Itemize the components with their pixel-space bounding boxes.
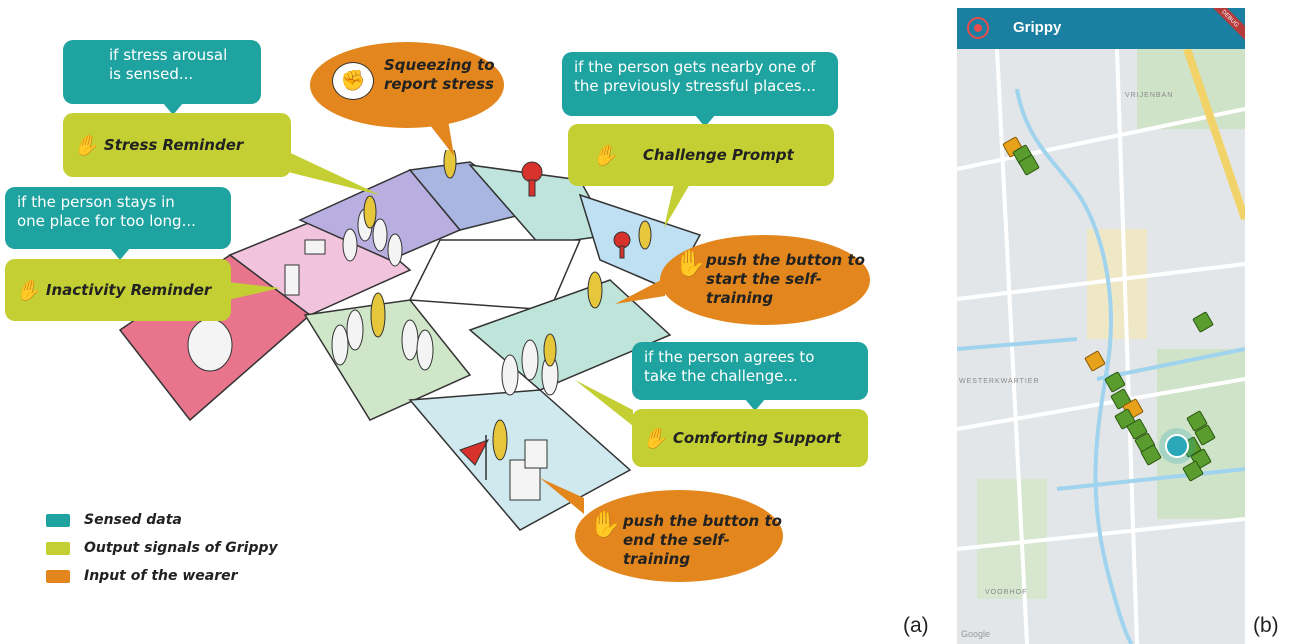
squeeze-hand-icon: ✊: [332, 62, 374, 100]
callout-tail: [664, 184, 690, 228]
inactivity-reminder-callout: ✋ Inactivity Reminder: [5, 259, 231, 321]
legend-item-input: Input of the wearer: [46, 568, 238, 584]
debug-ribbon: [1213, 8, 1245, 40]
start-training-bubble: ✋ push the button to start the self-trai…: [660, 235, 870, 325]
map-view[interactable]: VRIJENBAN WESTERKWARTIER VOORHOF Google: [957, 49, 1245, 644]
stress-sensed-callout: if stress arousal is sensed...: [63, 40, 261, 104]
callout-tail: [280, 148, 380, 195]
legend-label: Output signals of Grippy: [84, 540, 278, 556]
callout-tail: [426, 120, 454, 156]
grippy-app-screen: Grippy DEBUG: [957, 8, 1245, 644]
map-background: [957, 49, 1245, 644]
callout-pointer: [163, 103, 183, 115]
stays-long-callout: if the person stays in one place for too…: [5, 187, 231, 249]
grippy-vibrate-icon: ✋: [592, 143, 617, 167]
push-button-hand-icon: ✋: [674, 249, 707, 279]
legend-label: Input of the wearer: [84, 568, 238, 584]
end-training-bubble: ✋ push the button to end the self-traini…: [575, 490, 783, 582]
challenge-prompt-callout: ✋ Challenge Prompt: [568, 124, 834, 186]
end-training-text: push the button to end the self-training: [623, 512, 782, 568]
current-location-dot: [1165, 434, 1189, 458]
app-bar: Grippy DEBUG: [957, 8, 1245, 49]
map-label-vrijenban: VRIJENBAN: [1125, 92, 1174, 99]
stress-reminder-callout: ✋ Stress Reminder: [63, 113, 291, 177]
callout-tail: [540, 478, 584, 514]
legend-item-sensed: Sensed data: [46, 512, 182, 528]
inactivity-reminder-label: Inactivity Reminder: [45, 281, 212, 299]
grippy-vibrate-icon: ✋: [73, 133, 98, 157]
callout-tail: [615, 278, 665, 304]
panel-label-b: (b): [1253, 614, 1279, 637]
grippy-vibrate-icon: ✋: [15, 278, 40, 302]
nearby-places-callout: if the person gets nearby one of the pre…: [562, 52, 838, 116]
legend-item-output: Output signals of Grippy: [46, 540, 278, 556]
stress-reminder-label: Stress Reminder: [103, 136, 244, 154]
grippy-vibrate-icon: ✋: [642, 426, 667, 450]
comforting-support-callout: ✋ Comforting Support: [632, 409, 868, 467]
callout-tail: [575, 380, 633, 426]
app-title: Grippy: [1013, 19, 1062, 36]
map-label-voorhof: VOORHOF: [985, 589, 1028, 596]
callout-tail: [228, 282, 280, 300]
legend-label: Sensed data: [84, 512, 182, 528]
challenge-prompt-label: Challenge Prompt: [642, 146, 794, 164]
callout-pointer: [110, 248, 130, 260]
legend-swatch: [46, 541, 70, 555]
comforting-support-label: Comforting Support: [672, 429, 841, 447]
record-icon[interactable]: [967, 17, 989, 39]
map-label-westerkwartier: WESTERKWARTIER: [959, 378, 1040, 385]
squeeze-report-bubble: ✊ Squeezing to report stress: [310, 42, 504, 128]
legend-swatch: [46, 513, 70, 527]
start-training-text: push the button to start the self-traini…: [706, 251, 865, 307]
legend-swatch: [46, 569, 70, 583]
squeeze-report-text: Squeezing to report stress: [384, 56, 495, 93]
callout-pointer: [745, 399, 765, 411]
agrees-challenge-callout: if the person agrees to take the challen…: [632, 342, 868, 400]
panel-label-a: (a): [903, 614, 929, 637]
map-label-google: Google: [961, 629, 991, 639]
push-button-hand-icon: ✋: [589, 510, 622, 540]
